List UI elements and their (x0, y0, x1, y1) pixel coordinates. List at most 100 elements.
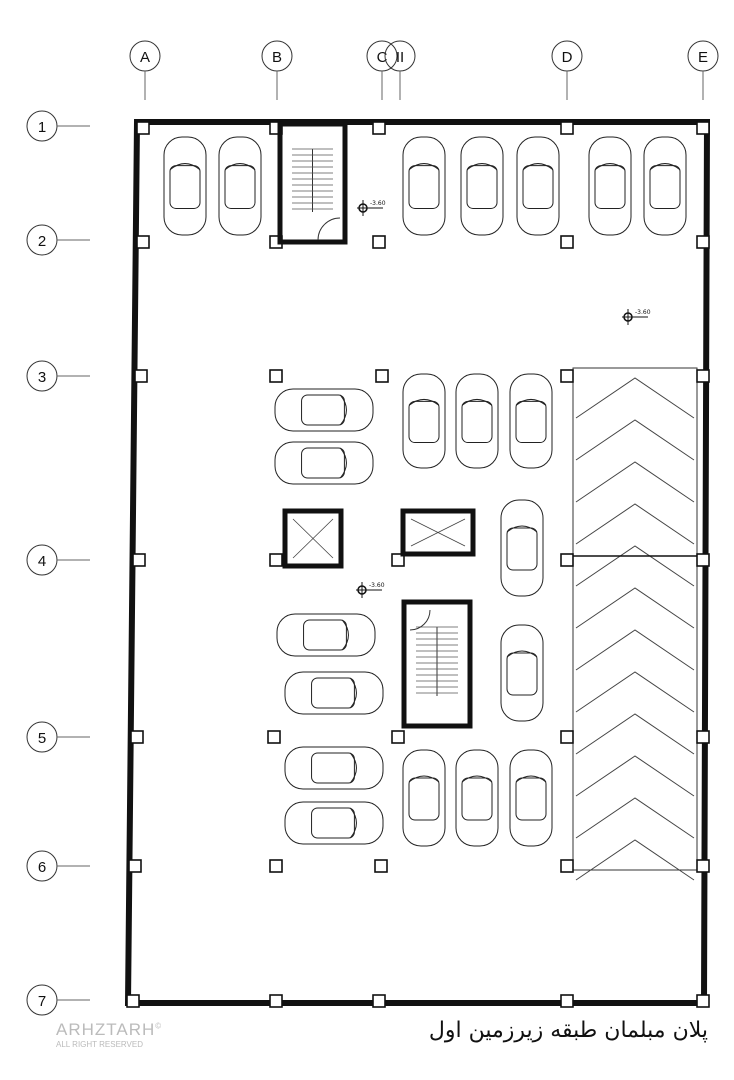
parked-car (509, 749, 553, 847)
grid-label: 4 (38, 553, 46, 570)
car-windshield (461, 398, 493, 406)
parked-car (643, 136, 687, 236)
grid-label: B (272, 49, 282, 66)
car-windshield (594, 163, 626, 171)
grid-label: 2 (38, 233, 46, 250)
structural-column (696, 235, 710, 249)
car-body (402, 373, 446, 469)
structural-column (560, 235, 574, 249)
car-windshield (339, 447, 347, 479)
elevation-label: -3.60 (369, 582, 385, 589)
grid-row-2: 2 (26, 224, 90, 256)
structural-column (560, 730, 574, 744)
stair-wall (277, 121, 348, 245)
structural-column (130, 730, 144, 744)
grid-label: E (698, 49, 708, 66)
structural-column (128, 859, 142, 873)
elevator-shaft (400, 508, 476, 557)
car-windshield (506, 525, 538, 533)
grid-label: 3 (38, 369, 46, 386)
ramp-chevron (575, 797, 695, 839)
car-windshield (349, 677, 357, 709)
watermark-symbol: © (155, 1021, 163, 1031)
car-body (274, 441, 374, 485)
car-body (284, 671, 384, 715)
car-body (643, 136, 687, 236)
ramp-chevron (575, 461, 695, 503)
stair-top (277, 121, 348, 245)
parked-car (509, 373, 553, 469)
structural-column (136, 235, 150, 249)
car-cabin (301, 447, 345, 479)
structural-column (269, 369, 283, 383)
car-body (460, 136, 504, 236)
structural-column (134, 369, 148, 383)
ramp-chevron (575, 629, 695, 671)
car-body (500, 499, 544, 597)
structural-column (391, 730, 405, 744)
grid-row-3: 3 (26, 360, 90, 392)
structural-column (391, 553, 405, 567)
parked-car (402, 749, 446, 847)
structural-column (560, 369, 574, 383)
car-body (402, 749, 446, 847)
car-body (218, 136, 262, 236)
structural-column (696, 369, 710, 383)
car-body (509, 373, 553, 469)
ramp (567, 367, 703, 881)
car-body (455, 373, 499, 469)
car-cabin (594, 165, 626, 209)
grid-row-7: 7 (26, 984, 90, 1016)
structural-column (560, 121, 574, 135)
car-windshield (169, 163, 201, 171)
grid-row-1: 1 (26, 110, 90, 142)
car-cabin (303, 619, 347, 651)
grid-label: 7 (38, 993, 46, 1010)
structural-column (374, 859, 388, 873)
grid-label: 5 (38, 730, 46, 747)
structural-column (696, 859, 710, 873)
structural-column (126, 994, 140, 1008)
parked-car (455, 749, 499, 847)
elevator-2 (400, 508, 476, 557)
ramp-chevron (575, 545, 695, 587)
car-cabin (649, 165, 681, 209)
parked-car (500, 624, 544, 722)
car-windshield (349, 752, 357, 784)
grid-label: C (377, 49, 388, 66)
car-cabin (311, 677, 355, 709)
structural-column (560, 859, 574, 873)
grid-label: D (562, 49, 573, 66)
structural-column (267, 730, 281, 744)
elevation-mark: -3.60 (622, 309, 651, 325)
elevation-mark: -3.60 (357, 200, 386, 216)
grid-column-II: II (384, 40, 416, 100)
parked-car (455, 373, 499, 469)
grid-label: 6 (38, 859, 46, 876)
parked-car (500, 499, 544, 597)
car-body (588, 136, 632, 236)
car-cabin (515, 400, 547, 444)
grid-column-D: D (551, 40, 583, 100)
structural-column (372, 994, 386, 1008)
car-windshield (506, 650, 538, 658)
car-body (516, 136, 560, 236)
ramp-chevron (575, 503, 695, 545)
structural-column (696, 994, 710, 1008)
elevation-label: -3.60 (370, 200, 386, 207)
car-windshield (515, 398, 547, 406)
car-windshield (466, 163, 498, 171)
car-windshield (461, 775, 493, 783)
watermark-rights: ALL RIGHT RESERVED (56, 1040, 143, 1049)
car-body (455, 749, 499, 847)
car-cabin (506, 527, 538, 571)
parked-car (460, 136, 504, 236)
car-windshield (515, 775, 547, 783)
elevator-cross (292, 518, 334, 559)
car-cabin (311, 752, 355, 784)
grid-column-B: B (261, 40, 293, 100)
parked-car (516, 136, 560, 236)
parked-car (218, 136, 262, 236)
ramp-chevron (575, 587, 695, 629)
parked-car (284, 801, 384, 845)
